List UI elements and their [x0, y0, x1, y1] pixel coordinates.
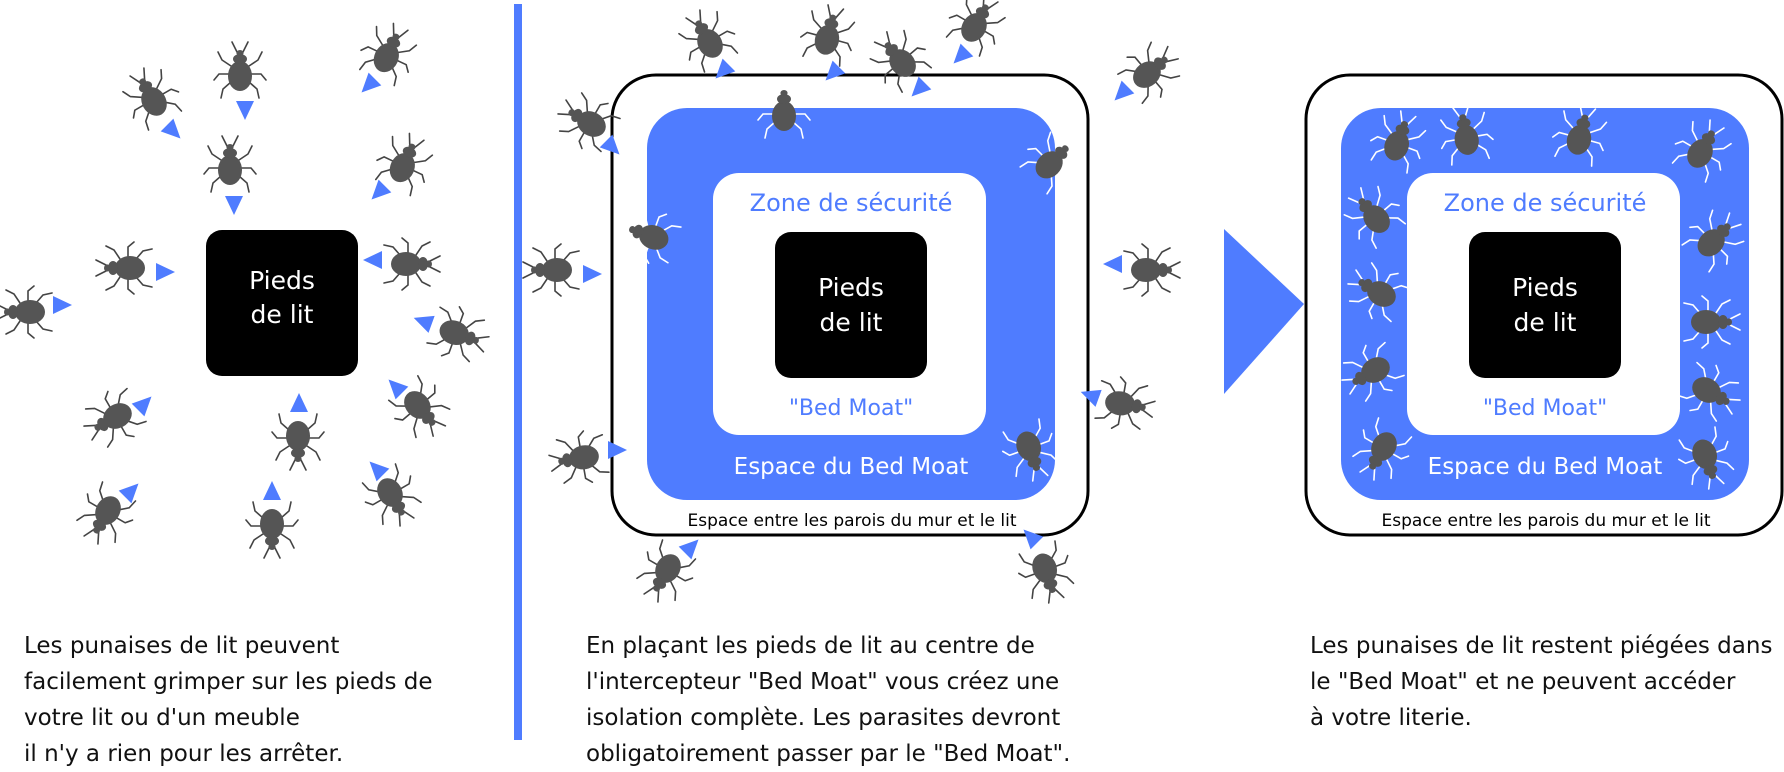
caption-panel-3: Les punaises de lit restent piégées dans…	[1310, 628, 1772, 736]
triangle-arrow-icon	[1108, 80, 1135, 107]
triangle-arrow-icon	[583, 265, 602, 283]
bed-bug-icon	[352, 15, 426, 90]
triangle-arrow-icon	[947, 43, 974, 70]
caption-line: facilement grimper sur les pieds de	[24, 669, 433, 695]
triangle-arrow-icon	[225, 196, 243, 215]
bed-leg-label-line-2: de lit	[251, 300, 314, 329]
bed-bug-icon	[522, 243, 580, 297]
play-arrow-icon	[1224, 229, 1304, 394]
triangle-arrow-icon	[363, 455, 390, 482]
bed-bug-icon	[95, 241, 153, 295]
bed-bug-icon	[795, 0, 862, 69]
safe-zone-label: Zone de sécurité	[1444, 189, 1647, 217]
caption-panel-2: En plaçant les pieds de lit au centre de…	[586, 628, 1070, 772]
bed-bug-icon	[545, 427, 611, 490]
moat-name-label: "Bed Moat"	[1483, 396, 1607, 421]
bed-bug-icon	[1123, 243, 1181, 297]
triangle-arrow-icon	[410, 309, 435, 333]
panel-1: Pieds de lit	[0, 15, 496, 559]
caption-line: l'intercepteur "Bed Moat" vous créez une	[586, 669, 1060, 695]
triangle-arrow-icon	[263, 481, 281, 500]
bed-bug-icon	[203, 135, 257, 193]
panel-2: Zone de sécurité Pieds de lit "Bed Moat"…	[522, 0, 1191, 612]
bed-leg-block	[206, 230, 358, 376]
bed-bug-icon	[669, 0, 745, 77]
bed-leg-label-line-2: de lit	[820, 308, 883, 337]
triangle-arrow-icon	[118, 477, 145, 504]
bed-bug-icon	[1011, 537, 1082, 610]
bed-leg-label-line-2: de lit	[1514, 308, 1577, 337]
moat-name-label: "Bed Moat"	[789, 396, 913, 421]
triangle-arrow-icon	[131, 390, 158, 417]
caption-panel-1: Les punaises de lit peuvent facilement g…	[24, 628, 433, 772]
bed-bug-icon	[355, 459, 431, 536]
triangle-arrow-icon	[1103, 255, 1122, 273]
bed-leg-label-line-1: Pieds	[818, 273, 884, 302]
bed-bug-icon	[113, 58, 189, 135]
triangle-arrow-icon	[365, 179, 392, 206]
caption-line: votre lit ou d'un meuble	[24, 705, 300, 731]
bed-leg-block	[1469, 232, 1621, 378]
caption-line: le "Bed Moat" et ne peuvent accéder	[1310, 669, 1736, 695]
caption-line: Les punaises de lit restent piégées dans	[1310, 633, 1773, 659]
moat-space-label: Espace du Bed Moat	[1428, 454, 1663, 480]
caption-line: à votre literie.	[1310, 705, 1472, 731]
bed-bug-icon	[245, 501, 299, 559]
bed-bug-icon	[383, 237, 441, 291]
bed-bug-icon	[939, 0, 1015, 61]
bed-bug-icon	[74, 381, 151, 457]
bed-bug-icon	[0, 285, 53, 339]
panel-3: Zone de sécurité Pieds de lit "Bed Moat"…	[1304, 73, 1784, 537]
triangle-arrow-icon	[160, 118, 187, 145]
triangle-arrow-icon	[678, 533, 705, 560]
bed-bug-icon	[213, 41, 267, 99]
panel-divider	[514, 4, 522, 740]
caption-line: En plaçant les pieds de lit au centre de	[586, 633, 1035, 659]
safe-zone-label: Zone de sécurité	[750, 189, 953, 217]
triangle-arrow-icon	[236, 101, 254, 120]
triangle-arrow-icon	[363, 251, 382, 269]
moat-space-label: Espace du Bed Moat	[734, 454, 969, 480]
wall-gap-label: Espace entre les parois du mur et le lit	[688, 511, 1017, 531]
triangle-arrow-icon	[290, 393, 308, 412]
bed-leg-label-line-1: Pieds	[249, 266, 315, 295]
caption-line: il n'y a rien pour les arrêter.	[24, 741, 344, 767]
triangle-arrow-icon	[53, 296, 72, 314]
bed-leg-block	[775, 232, 927, 378]
triangle-arrow-icon	[382, 373, 409, 400]
bed-bug-icon	[423, 299, 496, 370]
caption-line: Les punaises de lit peuvent	[24, 633, 340, 659]
triangle-arrow-icon	[156, 263, 175, 281]
caption-line: obligatoirement passer par le "Bed Moat"…	[586, 741, 1071, 767]
bed-leg-label-line-1: Pieds	[1512, 273, 1578, 302]
bed-bug-icon	[271, 413, 325, 471]
wall-gap-label: Espace entre les parois du mur et le lit	[1382, 511, 1711, 531]
bed-bug-icon	[1112, 31, 1191, 110]
caption-line: isolation complète. Les parasites devron…	[586, 705, 1061, 731]
bed-bug-icon	[1093, 373, 1159, 436]
triangle-arrow-icon	[355, 72, 382, 99]
